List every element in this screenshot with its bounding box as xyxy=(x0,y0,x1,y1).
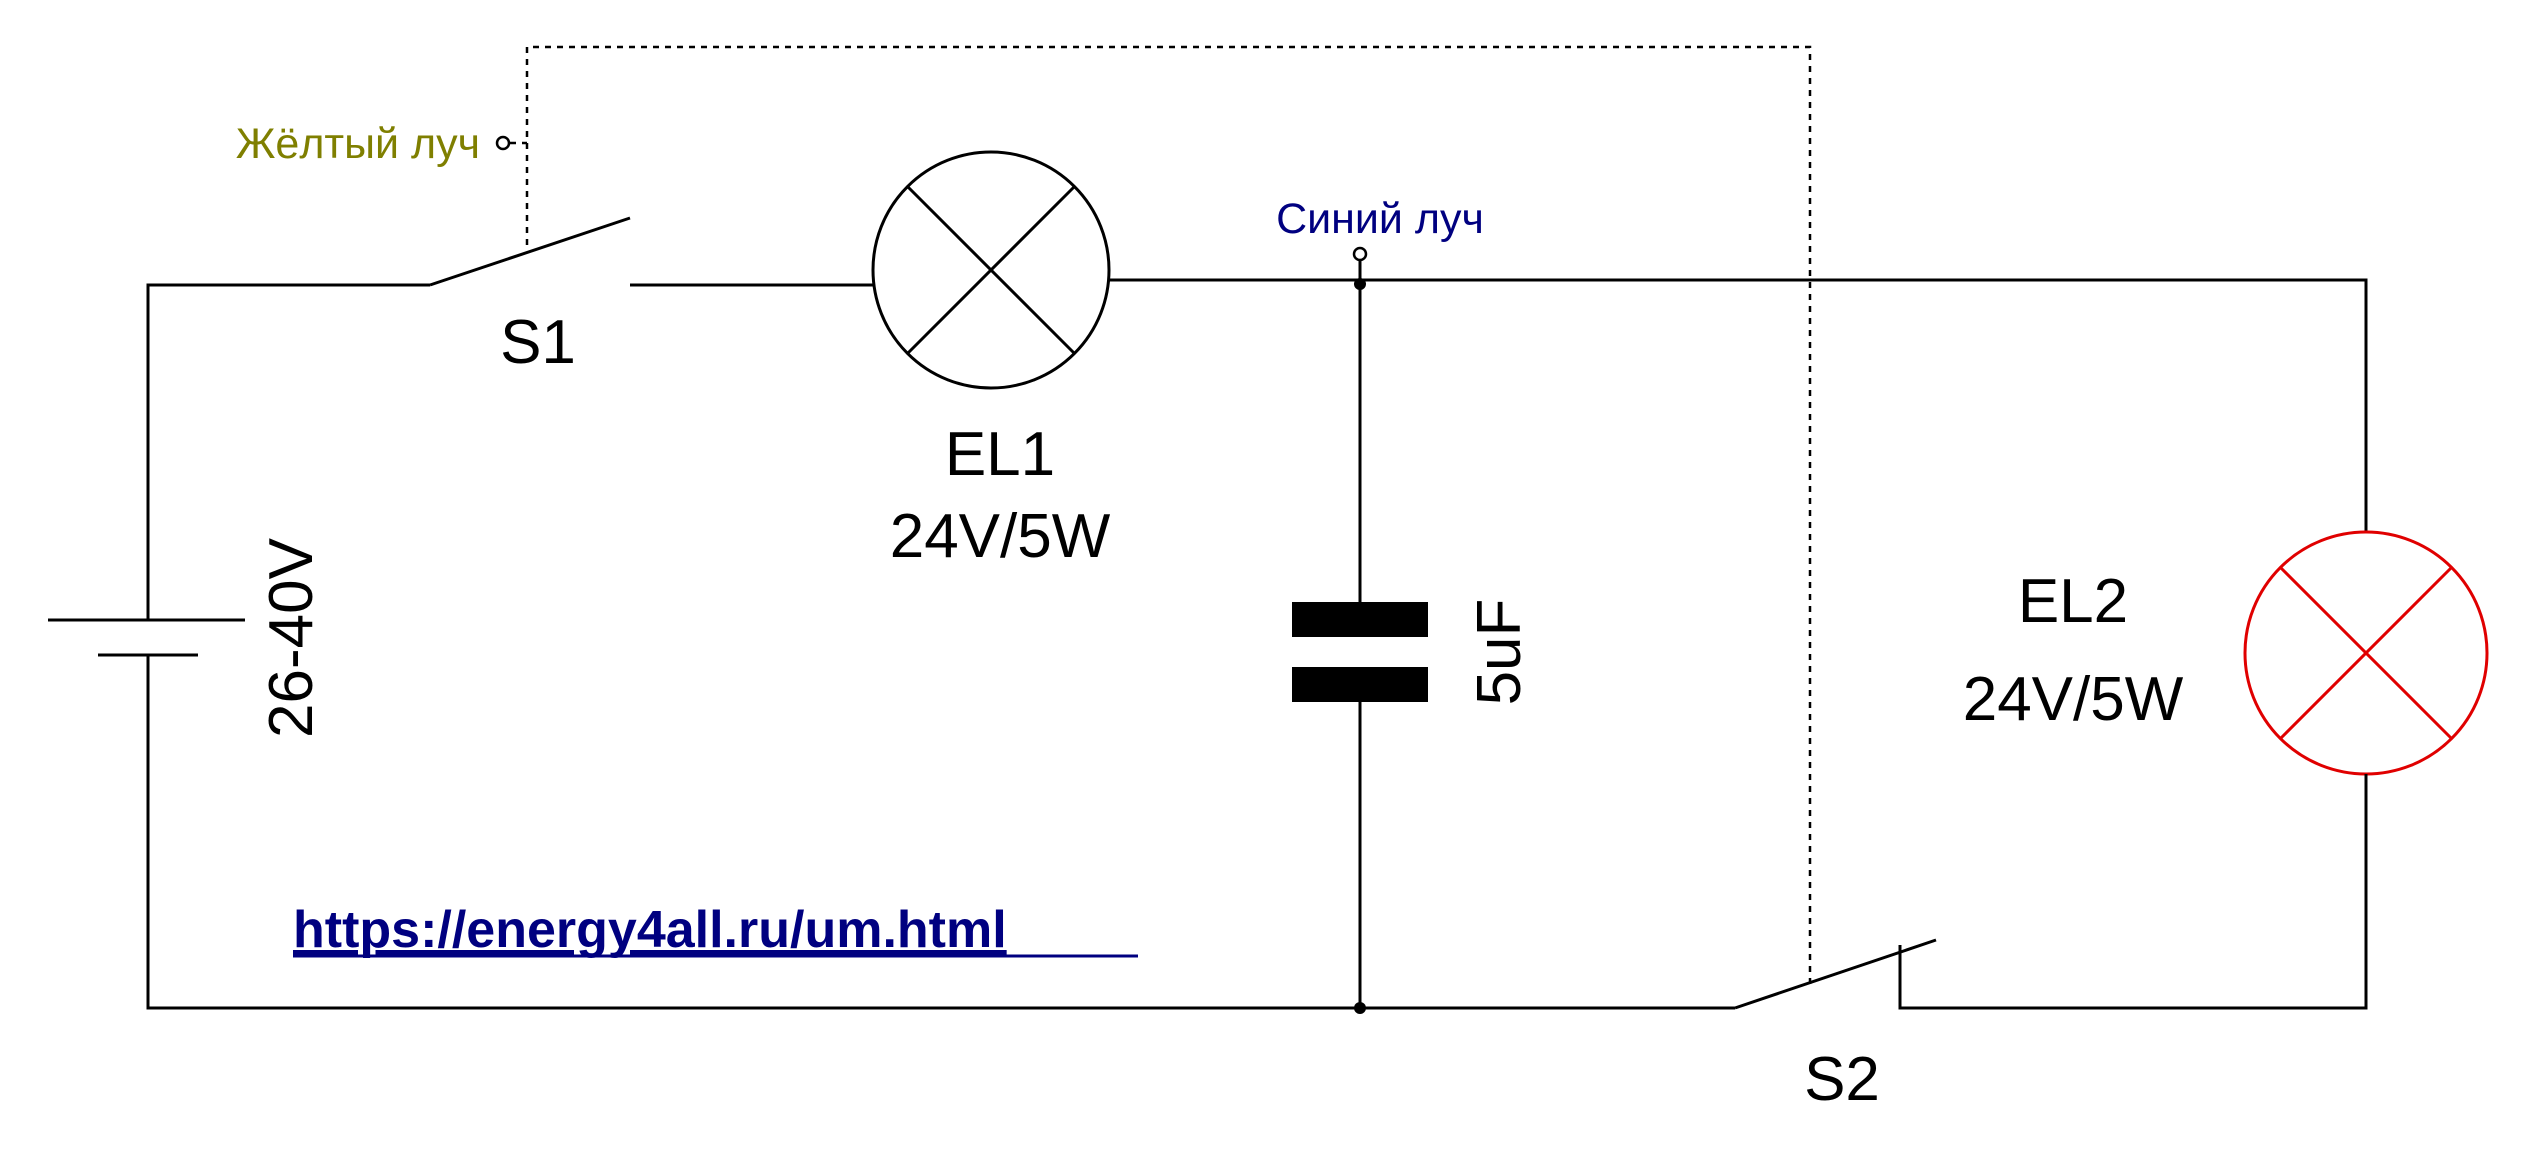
lamp-el2 xyxy=(2243,530,2489,776)
lamp-el1 xyxy=(871,150,1111,390)
top-left-wire xyxy=(146,283,430,580)
blue-ray-label: Синий луч xyxy=(1276,195,1484,243)
yellow-ray-label: Жёлтый луч xyxy=(236,120,480,168)
blue-ray-terminal xyxy=(1352,246,1368,262)
yellow-ray-terminal xyxy=(495,135,511,151)
battery-voltage-label: 26-40V xyxy=(257,537,326,738)
switch-linkage-dashed xyxy=(525,45,1812,985)
top-right-wire xyxy=(1109,278,2368,532)
junction-top xyxy=(1354,278,1366,290)
el2-name-label: EL2 xyxy=(2018,567,2128,636)
right-bottom-wire xyxy=(1898,774,2368,1010)
capacitor-plate-bottom xyxy=(1292,667,1428,702)
source-url-link[interactable]: https://energy4all.ru/um.html xyxy=(293,901,1007,959)
el1-rating-label: 24V/5W xyxy=(890,502,1111,571)
s1-label: S1 xyxy=(500,308,576,377)
capacitor-plate-top xyxy=(1292,602,1428,637)
el1-name-label: EL1 xyxy=(945,420,1055,489)
capacitor-value-label: 5uF xyxy=(1465,599,1534,706)
el2-rating-label: 24V/5W xyxy=(1963,665,2184,734)
s2-switch-blade xyxy=(1734,938,1937,1010)
bottom-wire xyxy=(146,655,1735,1010)
s2-label: S2 xyxy=(1804,1045,1880,1114)
s1-switch-blade xyxy=(429,216,631,287)
